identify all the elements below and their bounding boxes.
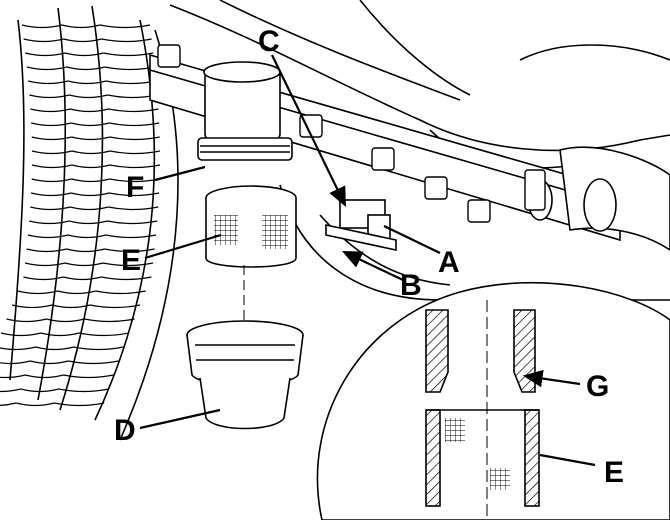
hose-ring [28, 80, 69, 85]
hose-ring [73, 346, 124, 351]
hose-ring [31, 150, 73, 155]
hose-ring [63, 374, 114, 379]
hose-ring [0, 374, 26, 379]
callout-b: B [400, 269, 422, 302]
hose-ring [69, 94, 108, 99]
hose-ring [0, 332, 42, 337]
hose-ring [0, 360, 31, 365]
callout-e-detail: E [604, 456, 624, 489]
hose-ring [99, 24, 151, 29]
hose-ring [17, 290, 58, 295]
hose-ring [63, 38, 102, 43]
hose-ring [23, 276, 64, 281]
hose-ring [70, 192, 110, 197]
hose-ring [0, 388, 21, 393]
hose-ring [21, 24, 63, 29]
hose-ring [0, 346, 36, 351]
hose-ring [70, 206, 109, 211]
hose-ring [64, 262, 104, 267]
hose-ring [105, 234, 157, 239]
hose-ring [27, 234, 69, 239]
callout-c: C [258, 25, 280, 58]
hose-ring [24, 262, 66, 267]
hose-ring [68, 360, 119, 365]
hose-ring [67, 234, 107, 239]
hose-ring [31, 136, 72, 141]
hose-ring [51, 304, 91, 309]
hose-ring [71, 150, 111, 155]
callout-a: A [438, 246, 460, 279]
hose-ring [106, 80, 157, 85]
hose-ring [66, 248, 105, 253]
hose-ring [46, 318, 85, 323]
hose-ring [0, 402, 17, 406]
hose-ring [108, 108, 159, 113]
hose-ring [35, 346, 74, 351]
hose-ring [57, 290, 96, 295]
hose-ring [26, 248, 67, 253]
hose-ring [65, 52, 104, 57]
hose-ring [26, 66, 67, 71]
hose-ring [71, 122, 110, 127]
hose-ring [31, 178, 72, 183]
hose-ring [101, 38, 152, 43]
hose-ring [109, 136, 160, 141]
hose-ring [61, 24, 101, 29]
filter-housing-head [197, 61, 293, 161]
hose-ring [107, 220, 158, 225]
callout-d: D [114, 414, 136, 447]
hose-ring [30, 108, 71, 113]
hose-ring [30, 206, 71, 211]
hose-ring [63, 276, 102, 281]
hose-ring [11, 304, 53, 309]
hose-ring [68, 80, 107, 85]
hose-ring [109, 122, 160, 127]
hose-ring [84, 318, 135, 323]
hose-ring [102, 262, 154, 267]
hose-ring [70, 108, 109, 113]
drain-valve [325, 199, 397, 251]
hose-ring [109, 164, 161, 169]
hose-ring [30, 360, 69, 365]
callout-e-main: E [121, 244, 141, 277]
hose-ring [108, 206, 159, 211]
hose-ring [31, 122, 72, 127]
hose-ring [31, 164, 73, 169]
detail-section-view [316, 281, 670, 520]
hose-ring [29, 220, 70, 225]
hose-ring [69, 220, 108, 225]
filter-bowl [186, 320, 304, 430]
hose-ring [109, 150, 161, 155]
hose-ring [101, 276, 152, 281]
callout-f: F [126, 171, 144, 204]
hose-ring [78, 332, 130, 337]
hose-ring [25, 374, 64, 379]
hose-ring [40, 332, 80, 337]
hose-ring [71, 178, 110, 183]
hose-ring [29, 94, 70, 99]
hose-ring [30, 192, 72, 197]
hose-ring [6, 318, 47, 323]
hose-ring [20, 388, 59, 393]
hose-ring [54, 402, 105, 407]
hose-ring [71, 164, 111, 169]
hose-ring [95, 290, 146, 295]
hose-ring [108, 192, 160, 197]
hose-ring [89, 304, 141, 309]
hose-ring [103, 52, 154, 57]
hose-ring [104, 248, 155, 253]
hose-ring [23, 38, 64, 43]
hose-ring [58, 388, 109, 393]
callout-g: G [586, 370, 609, 403]
hose-ring [71, 136, 110, 141]
leader-lines [139, 54, 596, 467]
hose-ring [16, 402, 55, 407]
hose-ring [25, 52, 66, 57]
hose-ring [66, 66, 105, 71]
strainer-basket [205, 185, 297, 268]
